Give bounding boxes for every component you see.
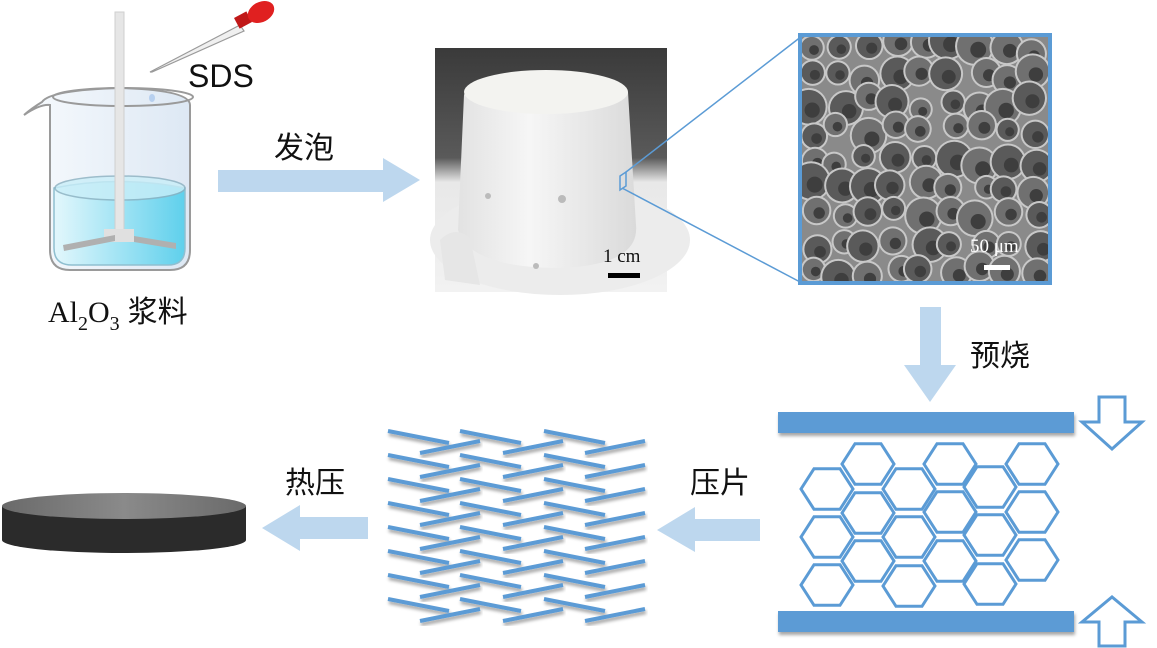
aligned-flakes bbox=[387, 429, 646, 623]
flake bbox=[543, 429, 606, 445]
hexagon-cell bbox=[922, 539, 978, 583]
flake bbox=[584, 511, 646, 527]
hexagon-cell bbox=[840, 539, 896, 583]
flake bbox=[584, 463, 646, 479]
flake bbox=[419, 439, 481, 455]
hexagon-cell bbox=[1004, 442, 1060, 486]
flake bbox=[459, 429, 522, 445]
flake bbox=[502, 607, 564, 623]
hexagon-cell bbox=[799, 563, 855, 607]
flake bbox=[502, 439, 564, 455]
flake bbox=[584, 439, 646, 455]
foaming-label: 发泡 bbox=[274, 131, 334, 166]
hexagon-cell bbox=[1004, 490, 1060, 534]
flake bbox=[584, 487, 646, 503]
flake bbox=[419, 607, 481, 623]
sds-label: SDS bbox=[188, 58, 254, 94]
flake bbox=[387, 573, 450, 589]
press-up-arrow-icon bbox=[1077, 595, 1147, 648]
flake bbox=[419, 559, 481, 575]
flake bbox=[502, 583, 564, 599]
flake bbox=[459, 477, 522, 493]
hexagon-cell bbox=[881, 467, 937, 511]
flake bbox=[502, 463, 564, 479]
flake bbox=[543, 525, 606, 541]
stir-rod bbox=[114, 11, 125, 238]
flake bbox=[502, 487, 564, 503]
sem-scale-label: 50 μm bbox=[970, 236, 1019, 257]
flake bbox=[543, 501, 606, 517]
flake bbox=[387, 525, 450, 541]
flake bbox=[459, 525, 522, 541]
sem-image: 50 μm bbox=[798, 33, 1052, 285]
flake bbox=[387, 453, 450, 469]
flake bbox=[459, 597, 522, 613]
flake bbox=[584, 583, 646, 599]
flake bbox=[584, 559, 646, 575]
flake bbox=[419, 583, 481, 599]
ceramic-disc bbox=[2, 493, 246, 553]
hexagon-cell bbox=[799, 467, 855, 511]
flake bbox=[584, 607, 646, 623]
flake bbox=[459, 573, 522, 589]
flake bbox=[502, 559, 564, 575]
flake bbox=[387, 429, 450, 445]
arrow-left-pressing bbox=[657, 507, 760, 552]
arrow-right-foaming bbox=[218, 158, 420, 202]
beaker-with-slurry bbox=[23, 11, 194, 271]
arrow-down-presintering bbox=[904, 307, 956, 402]
foam-photo: 1 cm bbox=[430, 48, 690, 295]
droplet bbox=[149, 94, 155, 102]
flake bbox=[502, 511, 564, 527]
hot-pressing-label: 热压 bbox=[285, 466, 345, 501]
sem-scale-bar bbox=[984, 265, 1010, 270]
flake bbox=[459, 453, 522, 469]
flake bbox=[543, 453, 606, 469]
press-down-arrow-icon bbox=[1078, 395, 1146, 452]
photo-scale-label: 1 cm bbox=[603, 246, 641, 267]
flake bbox=[419, 463, 481, 479]
flake bbox=[543, 549, 606, 565]
hexagon-cell bbox=[881, 515, 937, 559]
flake bbox=[419, 511, 481, 527]
hexagon-cell bbox=[962, 562, 1018, 606]
flake bbox=[387, 477, 450, 493]
flake bbox=[387, 549, 450, 565]
flake bbox=[584, 535, 646, 551]
hexagon-cell bbox=[1004, 538, 1060, 582]
flake bbox=[459, 501, 522, 517]
bottom-press-plate bbox=[778, 611, 1074, 632]
hexagon-cell bbox=[922, 490, 978, 534]
flake bbox=[543, 573, 606, 589]
hexagon-cell bbox=[840, 491, 896, 535]
flake bbox=[387, 501, 450, 517]
honeycomb-structure bbox=[799, 442, 1060, 608]
flake bbox=[419, 487, 481, 503]
zoom-callout bbox=[619, 35, 803, 284]
flake bbox=[419, 535, 481, 551]
top-press-plate bbox=[778, 412, 1074, 433]
flake bbox=[387, 597, 450, 613]
hexagon-cell bbox=[840, 442, 896, 486]
flake bbox=[502, 535, 564, 551]
hexagon-cell bbox=[962, 465, 1018, 509]
hexagon-cell bbox=[922, 442, 978, 486]
flake bbox=[459, 549, 522, 565]
flake bbox=[543, 477, 606, 493]
hexagon-cell bbox=[799, 515, 855, 559]
arrow-left-hot-pressing bbox=[262, 505, 368, 551]
hexagon-cell bbox=[962, 513, 1018, 557]
pressing-label: 压片 bbox=[690, 466, 750, 501]
pipette-icon bbox=[149, 0, 275, 73]
flake bbox=[543, 597, 606, 613]
hexagon-cell bbox=[881, 564, 937, 608]
photo-scale-bar bbox=[608, 273, 640, 278]
presintering-label: 预烧 bbox=[970, 339, 1030, 374]
